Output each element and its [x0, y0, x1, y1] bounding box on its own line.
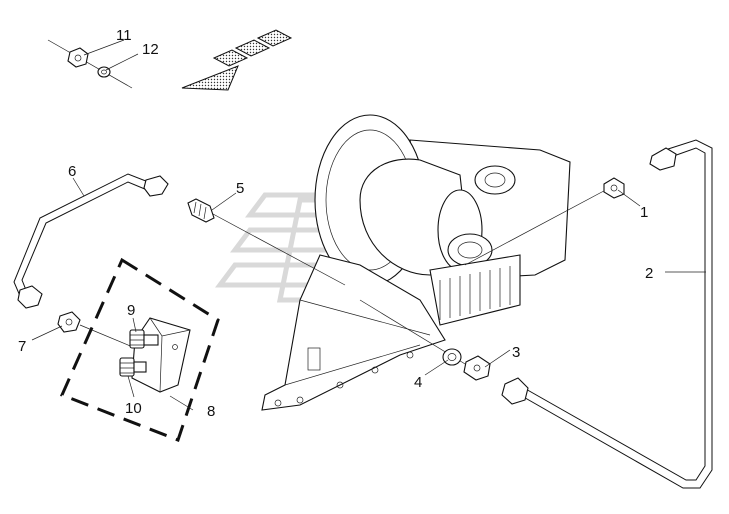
motor-bracket-assembly: [261, 114, 571, 411]
washer-item-12: [97, 66, 111, 78]
callout-label-5: 5: [236, 180, 244, 197]
callout-label-10: 10: [125, 400, 142, 417]
callout-label-3: 3: [512, 344, 520, 361]
callout-label-12: 12: [142, 41, 159, 58]
callout-label-4: 4: [414, 374, 422, 391]
callout-label-8: 8: [207, 403, 215, 420]
callout-label-2: 2: [645, 265, 653, 282]
direction-arrow-icon: [181, 29, 293, 91]
fitting-item-9: [129, 329, 159, 349]
callout-leader-lines: [31, 39, 706, 411]
callout-label-9: 9: [127, 302, 135, 319]
tube-item-6: [13, 173, 169, 309]
callout-label-11: 11: [116, 27, 132, 44]
washer-item-4: [442, 348, 462, 366]
callout-label-1: 1: [640, 204, 648, 221]
hose-item-2: [501, 139, 713, 489]
callout-labels: 11 12 6 5 1 2 3 4 7 9 10 8: [18, 27, 653, 420]
fitting-item-1: [603, 177, 625, 199]
callout-label-6: 6: [68, 163, 76, 180]
nut-item-3: [463, 355, 491, 381]
fitting-item-10: [119, 357, 147, 377]
callout-label-7: 7: [18, 338, 26, 355]
nut-item-11: [47, 39, 133, 89]
fitting-item-5: [187, 198, 215, 223]
fitting-item-7: [57, 311, 81, 333]
